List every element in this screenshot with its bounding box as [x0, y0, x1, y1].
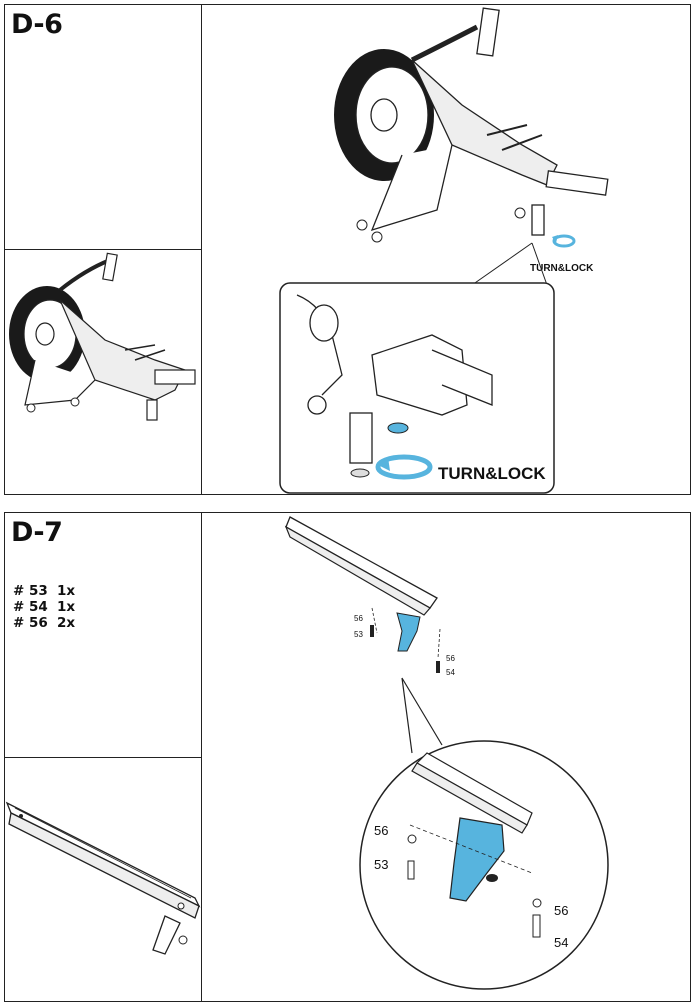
- part-label-56-small-a: 56: [354, 614, 363, 623]
- step-d6-thumbnail-panel: [4, 249, 202, 495]
- step-title: D-6: [11, 9, 63, 40]
- turn-lock-label-small: TURN&LOCK: [530, 263, 594, 274]
- rail-main-illustration: 56 53 56 54 56 53 56 54: [284, 516, 609, 990]
- parts-list: # 53 1x # 54 1x # 56 2x: [13, 583, 75, 631]
- step-d6-main-panel: TURN&LOCK TURN&LOCK: [201, 4, 691, 495]
- rower-main-illustration: TURN&LOCK TURN&LOCK: [279, 7, 609, 494]
- part-label-56-large-a: 56: [374, 823, 388, 838]
- rower-thumbnail-illustration: [9, 252, 196, 421]
- part-label-53-large: 53: [374, 857, 388, 872]
- part-label-56-large-b: 56: [554, 903, 568, 918]
- turn-lock-label-large: TURN&LOCK: [438, 464, 546, 483]
- step-d6-left-top: D-6: [4, 4, 202, 250]
- parts-list-item: # 54 1x: [13, 599, 76, 615]
- part-label-53-small: 53: [354, 630, 363, 639]
- rail-thumbnail-illustration: [5, 801, 201, 955]
- part-label-54-large: 54: [554, 935, 568, 950]
- part-label-54-small: 54: [446, 668, 455, 677]
- step-d7-thumbnail-panel: [4, 757, 202, 1002]
- parts-list-item: # 53 1x: [13, 583, 76, 599]
- step-d7-main-panel: 56 53 56 54 56 53 56 54: [201, 512, 691, 1002]
- part-label-56-small-b: 56: [446, 654, 455, 663]
- parts-list-item: # 56 2x: [13, 615, 76, 631]
- step-d7-left-top: D-7 # 53 1x # 54 1x # 56 2x: [4, 512, 202, 758]
- step-title: D-7: [11, 517, 63, 548]
